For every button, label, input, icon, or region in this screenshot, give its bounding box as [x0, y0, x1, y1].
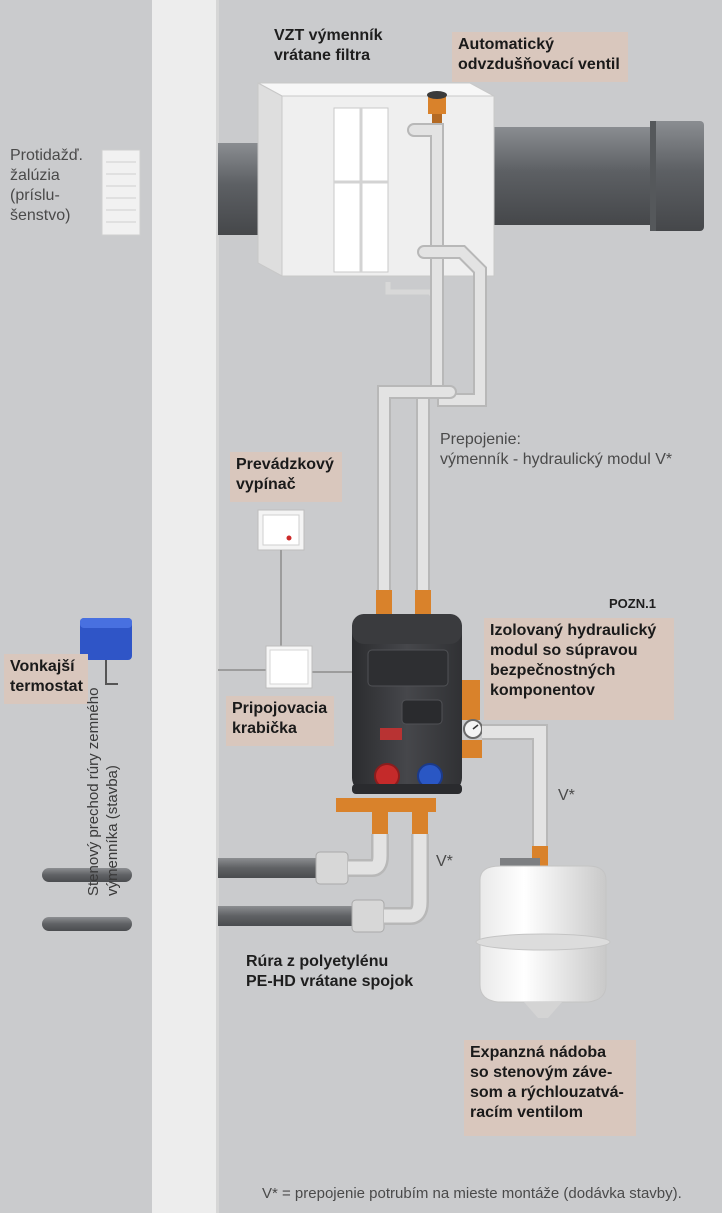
condensate-drain [385, 282, 438, 302]
junction-box [265, 645, 313, 689]
label-wall-passage: Stenový prechod rúry zemného výmenníka (… [85, 687, 121, 896]
rain-louvre [101, 149, 141, 236]
label-v-star-expansion: V* [558, 787, 575, 804]
automatic-vent-valve [427, 91, 447, 124]
hydraulic-module [352, 614, 462, 794]
module-bottom-fittings [336, 798, 436, 834]
wall-edge [216, 0, 219, 1213]
operating-switch [257, 509, 305, 551]
expansion-vessel [475, 858, 611, 1018]
label-vent-valve: Automatický odvzdušňovací ventil [452, 32, 628, 82]
filter-window [333, 107, 389, 273]
label-vzt-exchanger: VZT výmenník vrátane filtra [274, 27, 383, 64]
expansion-pipe [482, 724, 548, 850]
label-outdoor-thermostat: Vonkajší termostat [4, 654, 88, 704]
ground-pipes [42, 851, 385, 933]
label-note-1: POZN.1 [609, 596, 656, 611]
footnote: V* = prepojenie potrubím na mieste montá… [262, 1185, 682, 1202]
label-v-star-ground: V* [436, 853, 453, 870]
label-operating-switch: Prevádzkový vypínač [230, 452, 342, 502]
interconnect-pipes [377, 123, 487, 605]
air-duct-right [490, 121, 704, 231]
label-rain-louvre: Protidažď. žalúzia (príslu- šenstvo) [10, 147, 83, 224]
label-interconnect: Prepojenie: výmenník - hydraulický modul… [440, 431, 673, 468]
outdoor-thermostat [80, 618, 132, 685]
label-pe-pipe: Rúra z polyetylénu PE-HD vrátane spojok [246, 953, 414, 990]
v-star-pipes [348, 834, 429, 925]
pipe-coupling-lower [351, 899, 385, 933]
label-expansion-vessel: Expanzná nádoba so stenovým záve- som a … [464, 1040, 636, 1136]
pipe-coupling-upper [315, 851, 349, 885]
label-junction-box: Pripojovacia krabička [226, 696, 334, 746]
module-top-fittings [376, 590, 431, 618]
label-hydraulic-module: Izolovaný hydraulický modul so súpravou … [484, 618, 674, 720]
safety-group [462, 680, 483, 758]
wall [152, 0, 218, 1213]
